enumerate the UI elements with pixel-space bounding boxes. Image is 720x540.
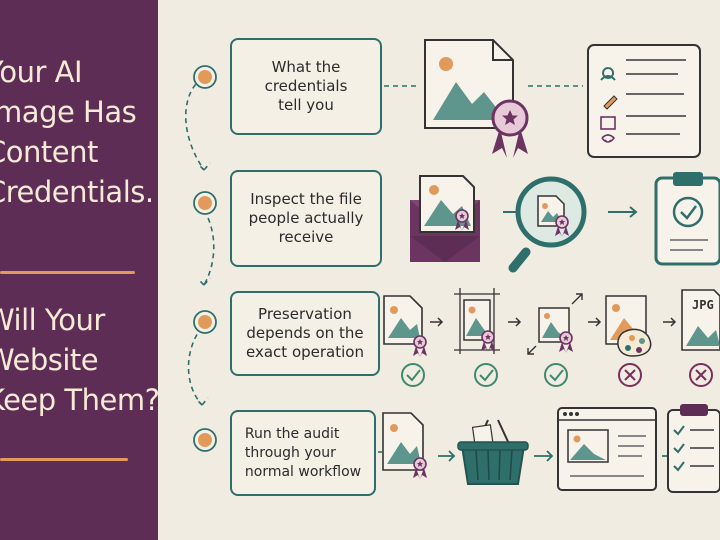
step-label-line: credentials — [264, 77, 348, 95]
arrow — [588, 317, 602, 327]
step-node-4 — [193, 428, 217, 452]
step-card-audit: Run the audit through your normal workfl… — [230, 410, 376, 496]
arrow — [534, 450, 554, 462]
result-check-3 — [544, 363, 568, 387]
arrow — [508, 317, 522, 327]
image-file-icon — [424, 39, 514, 129]
step-label-line: receive — [278, 228, 334, 246]
step-label-line: exact operation — [246, 343, 364, 361]
website-window-icon — [557, 407, 657, 491]
headline-line: Credentials. — [0, 175, 154, 209]
headline-question-part1: Your AI Image Has Content Credentials. — [0, 52, 158, 212]
left-panel: Your AI Image Has Content Credentials. W… — [0, 0, 158, 540]
result-check-2 — [474, 363, 498, 387]
result-cross-2 — [689, 363, 713, 387]
step-label-line: Run the audit — [244, 425, 340, 442]
jpg-format-label: JPG — [692, 298, 714, 312]
step-card-inspect: Inspect the file people actually receive — [230, 170, 382, 267]
magnifier-icon — [508, 176, 587, 273]
step-card-preservation: Preservation depends on the exact operat… — [230, 291, 380, 376]
step-label-line: through your — [244, 444, 336, 461]
envelope-icon — [410, 175, 480, 262]
step-card-credentials: What the credentials tell you — [230, 38, 382, 135]
step-node-3 — [193, 310, 217, 334]
step-label-line: Inspect the file — [250, 190, 362, 208]
checklist-icon — [667, 404, 720, 493]
result-cross-1 — [618, 363, 642, 387]
arrow — [438, 450, 456, 462]
step-node-1 — [193, 65, 217, 89]
headline-line: Your AI — [0, 55, 83, 89]
step-label: Inspect the file people actually receive — [249, 190, 364, 247]
orange-divider — [0, 271, 135, 274]
step-label: Preservation depends on the exact operat… — [246, 305, 364, 362]
headline-line: Website — [0, 343, 99, 377]
arrow — [430, 317, 444, 327]
headline-line: Keep Them? — [0, 383, 158, 417]
crop-icon — [454, 288, 500, 354]
timeline-connector — [185, 77, 215, 406]
metadata-card-icon — [587, 44, 701, 158]
palette-icon — [605, 295, 652, 357]
diagram-graphics — [185, 39, 720, 493]
step-label-line: What the — [271, 58, 341, 76]
clipboard-check-icon — [654, 172, 720, 266]
step-label-line: tell you — [278, 96, 334, 114]
image-file-icon — [382, 412, 428, 480]
resize-icon — [527, 293, 583, 355]
headline-line: Content — [0, 135, 98, 169]
step-label-line: normal workflow — [244, 463, 362, 480]
workflow-diagram: What the credentials tell you Inspect th… — [158, 0, 720, 540]
result-check-1 — [401, 363, 425, 387]
step-label-line: Preservation — [258, 305, 352, 323]
step-label-line: people actually — [248, 209, 364, 227]
jpg-file-icon — [681, 289, 720, 351]
headline-question-part2: Will Your Website Keep Them? — [0, 300, 158, 420]
step-node-2 — [193, 191, 217, 215]
credential-badge-icon — [491, 99, 529, 158]
shopping-basket-icon — [457, 419, 529, 485]
headline-line: Image Has — [0, 95, 137, 129]
step-label: What the credentials tell you — [265, 58, 348, 115]
orange-divider — [0, 458, 128, 461]
step-label: Run the audit through your normal workfl… — [245, 425, 361, 482]
operation-original — [383, 295, 428, 358]
arrow — [663, 317, 677, 327]
headline-line: Will Your — [0, 303, 105, 337]
arrow — [608, 206, 638, 218]
step-label-line: depends on the — [246, 324, 364, 342]
